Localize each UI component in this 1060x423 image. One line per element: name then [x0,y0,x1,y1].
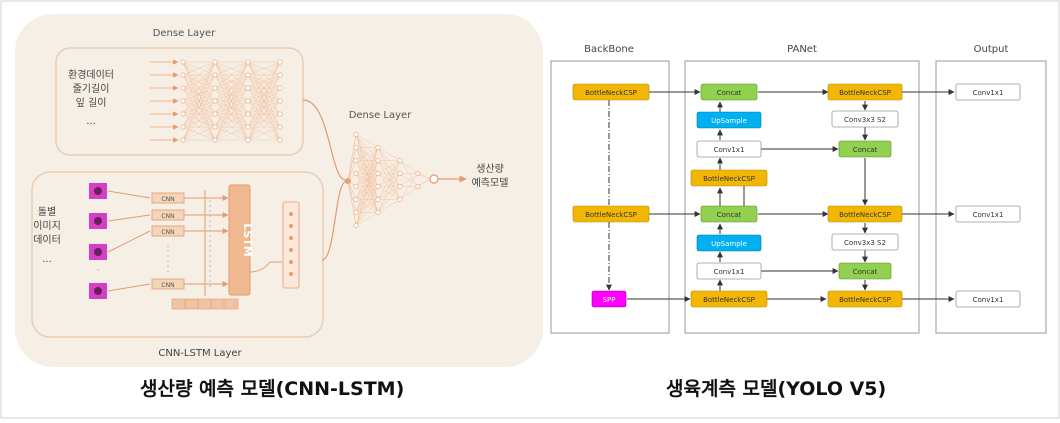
svg-text:Concat: Concat [853,268,878,276]
img-line-3: 데이터 [33,234,61,246]
img-line-2: 이미지 [33,220,61,232]
right-caption: 생육계측 모델(YOLO V5) [666,374,886,401]
yolo-diagram: BackBone PANet Output [551,44,1046,333]
svg-text:·: · [97,266,100,276]
output-title: Output [974,44,1009,55]
env-line-4: ... [86,116,96,127]
left-caption: 생산량 예측 모델(CNN-LSTM) [140,374,404,401]
svg-text:Conv1x1: Conv1x1 [973,89,1004,97]
output-line-2: 예측모델 [472,177,509,189]
svg-text:CNN: CNN [161,229,174,236]
output-line-1: 생산량 [476,163,504,175]
svg-text:BottleNeckCSP: BottleNeckCSP [703,175,755,183]
mid-dense-label: Dense Layer [349,110,413,121]
backbone-title: BackBone [584,44,634,55]
lstm-label: LSTM [241,223,254,256]
env-line-1: 환경데이터 [68,68,114,81]
img-line-4: ... [42,254,52,265]
svg-text:BottleNeckCSP: BottleNeckCSP [839,211,891,219]
svg-text:BottleNeckCSP: BottleNeckCSP [585,211,637,219]
img-line-1: 돌별 [38,206,56,218]
svg-text:CNN: CNN [161,196,174,203]
svg-text:Conv3x3 S2: Conv3x3 S2 [844,116,886,124]
svg-text:Concat: Concat [717,89,742,97]
top-dense-label: Dense Layer [153,28,217,39]
svg-text:BottleNeckCSP: BottleNeckCSP [839,89,891,97]
env-line-2: 줄기길이 [73,82,110,95]
lstm-block: LSTM [229,185,254,295]
cnn-lstm-layer-label: CNN-LSTM Layer [158,348,242,359]
svg-text:BottleNeckCSP: BottleNeckCSP [703,296,755,304]
svg-text:Conv1x1: Conv1x1 [973,211,1004,219]
svg-text:UpSample: UpSample [711,117,747,125]
svg-text:Conv3x3 S2: Conv3x3 S2 [844,239,886,247]
svg-text:CNN: CNN [161,282,174,289]
svg-text:Concat: Concat [853,146,878,154]
svg-text:CNN: CNN [161,213,174,220]
sequence-strip [172,299,238,309]
svg-text:Conv1x1: Conv1x1 [714,268,745,276]
svg-text:Conv1x1: Conv1x1 [973,296,1004,304]
connectors [609,92,954,299]
svg-text:Conv1x1: Conv1x1 [714,146,745,154]
svg-text:SPP: SPP [603,296,616,304]
svg-text:BottleNeckCSP: BottleNeckCSP [585,89,637,97]
cnn-lstm-diagram: Dense Layer 환경데이터 줄기길이 잎 길이 ... 돌별 이미지 데… [15,14,543,367]
svg-text:BottleNeckCSP: BottleNeckCSP [839,296,891,304]
panet-title: PANet [787,44,817,55]
svg-text:UpSample: UpSample [711,240,747,248]
svg-text:Concat: Concat [717,211,742,219]
env-line-3: 잎 길이 [76,96,107,109]
